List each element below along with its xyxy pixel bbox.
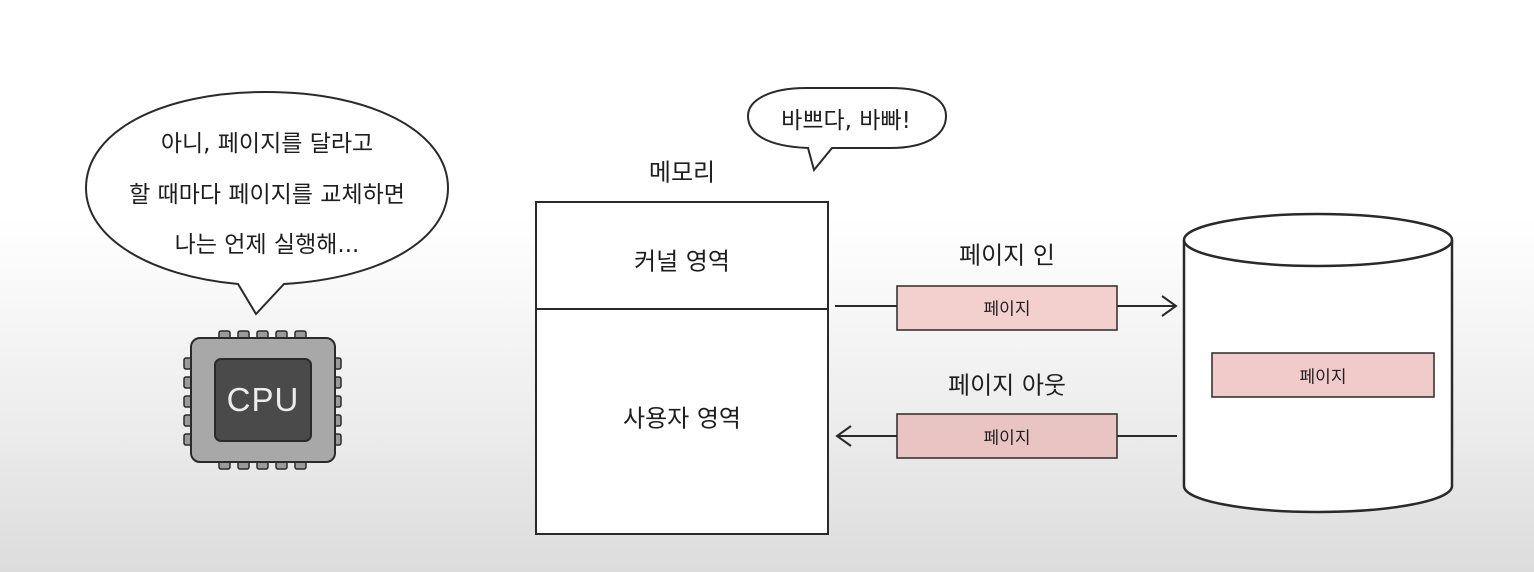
page-in-arrow [835,295,1178,317]
page-in-arrowhead [1161,295,1178,317]
user-area-label: 사용자 영역 [622,404,742,433]
cpu-speech-line-2: 할 때마다 페이지를 교체하면 [129,182,405,208]
memory-block [535,201,829,535]
memory-speech-bubble-shape [746,87,948,173]
kernel-area-label: 커널 영역 [634,247,730,276]
page-out-arrow [835,425,1177,447]
disk-top [1182,212,1454,268]
disk-page-box [1211,352,1435,398]
memory-speech-bubble [746,87,948,173]
cpu-speech-line-1: 아니, 페이지를 달라고 [160,131,374,157]
memory-outline [535,201,829,535]
cpu-speech-line-3: 나는 언제 실행해... [174,232,360,258]
cpu-speech-bubble-shape [84,90,450,316]
cpu-speech-bubble [84,90,450,316]
cpu-label: CPU [226,381,300,418]
page-in-label: 페이지 인 [959,241,1055,270]
page-out-box-label: 페이지 [983,428,1031,449]
page-in-box-label: 페이지 [983,299,1031,320]
page-out-arrowhead [835,425,852,447]
cpu-core [214,358,312,442]
disk-page-box-label: 페이지 [1299,367,1347,388]
page-in-page-box [896,285,1118,331]
cpu-chip [183,330,342,470]
page-out-label: 페이지 아웃 [947,371,1067,400]
page-out-page-box [896,413,1118,459]
memory-speech-text: 바쁘다, 바빠! [781,108,911,134]
memory-title: 메모리 [648,158,716,187]
